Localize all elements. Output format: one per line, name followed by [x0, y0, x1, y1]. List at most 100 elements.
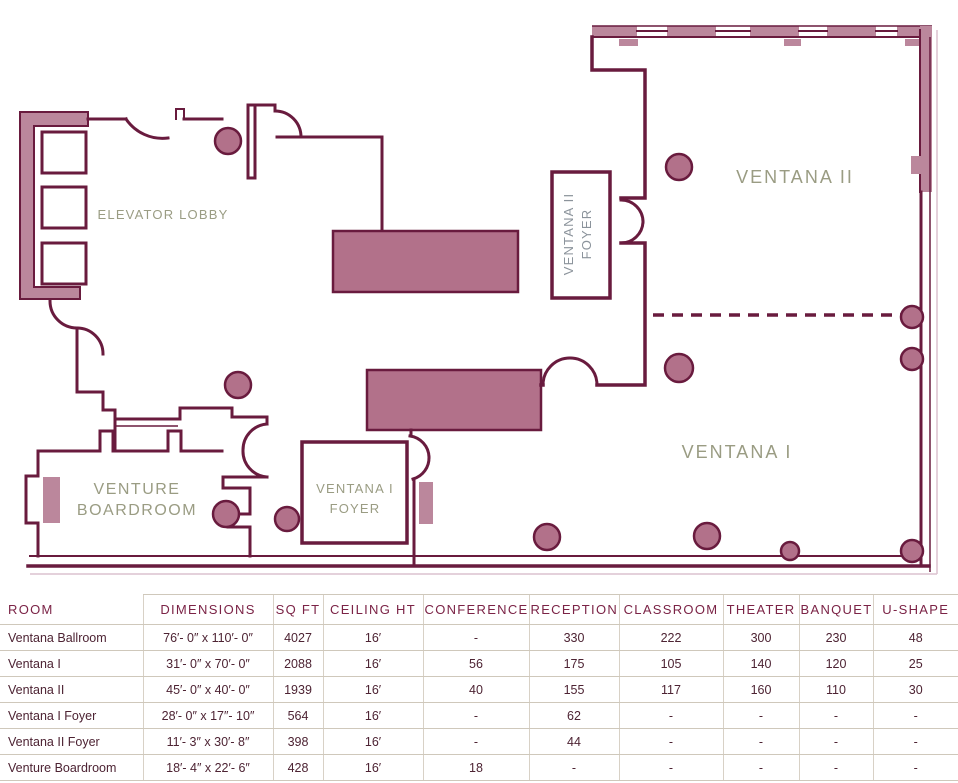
- south-wall: [26, 555, 931, 568]
- southwest-corridor: [48, 299, 269, 453]
- room-name-cell: Venture Boardroom: [0, 754, 143, 781]
- value-cell: 2088: [272, 650, 323, 677]
- value-cell: 16′: [322, 676, 423, 703]
- value-cell: 28′- 0″ x 17″- 10″: [142, 702, 273, 729]
- door-arc: [241, 422, 269, 452]
- service-block-lower: [365, 368, 543, 432]
- ventana-ii-foyer-label: FOYER: [579, 209, 594, 260]
- venture-boardroom-label: BOARDROOM: [77, 502, 197, 519]
- door-arc: [75, 326, 105, 356]
- value-cell: 1939: [272, 676, 323, 703]
- columns: [211, 126, 925, 564]
- value-cell: 105: [618, 650, 723, 677]
- window-sill: [784, 39, 801, 46]
- column-header: CEILING HT: [322, 594, 423, 625]
- value-cell: -: [618, 754, 723, 781]
- value-cell: 62: [528, 702, 619, 729]
- service-block-upper: [331, 229, 520, 294]
- value-cell: 16′: [322, 702, 423, 729]
- column-header: SQ FT: [272, 594, 323, 625]
- ventana-i-foyer-label: FOYER: [330, 501, 381, 516]
- column: [532, 522, 562, 552]
- value-cell: 222: [618, 624, 723, 651]
- value-cell: 40: [422, 676, 529, 703]
- door-arc: [48, 299, 79, 330]
- column-header: THEATER: [722, 594, 799, 625]
- north-window-wall: [591, 25, 932, 46]
- value-cell: 140: [722, 650, 799, 677]
- value-cell: 18′- 4″ x 22′- 6″: [142, 754, 273, 781]
- column: [211, 499, 241, 529]
- value-cell: -: [872, 702, 958, 729]
- door-arc: [241, 448, 269, 479]
- value-cell: 45′- 0″ x 40′- 0″: [142, 676, 273, 703]
- value-cell: 16′: [322, 754, 423, 781]
- value-cell: 18: [422, 754, 529, 781]
- ventana-i-label: VENTANA I: [682, 442, 793, 462]
- door-arc: [541, 356, 572, 387]
- column: [899, 538, 925, 564]
- value-cell: -: [618, 728, 723, 755]
- value-cell: 16′: [322, 728, 423, 755]
- value-cell: 428: [272, 754, 323, 781]
- window-sill: [619, 39, 638, 46]
- value-cell: 25: [872, 650, 958, 677]
- room-name-cell: Ventana I: [0, 650, 143, 677]
- ventana-ii-label: VENTANA II: [736, 167, 854, 187]
- value-cell: -: [722, 754, 799, 781]
- wall-tab: [43, 477, 60, 523]
- venture-boardroom-label: VENTURE: [94, 481, 181, 498]
- venture-boardroom: VENTURE BOARDROOM: [24, 422, 269, 558]
- elevator-car: [40, 185, 88, 230]
- column: [692, 521, 722, 551]
- door-arc: [568, 356, 599, 387]
- window-sill: [905, 39, 922, 46]
- column: [273, 505, 301, 533]
- value-cell: -: [798, 728, 873, 755]
- window-sill: [911, 156, 921, 174]
- value-cell: -: [618, 702, 723, 729]
- value-cell: 230: [798, 624, 873, 651]
- value-cell: -: [422, 728, 529, 755]
- value-cell: 120: [798, 650, 873, 677]
- ventana-ii-walls: [539, 35, 903, 387]
- column-header: CONFERENCE: [422, 594, 529, 625]
- value-cell: 11′- 3″ x 30′- 8″: [142, 728, 273, 755]
- value-cell: -: [722, 728, 799, 755]
- value-cell: -: [798, 754, 873, 781]
- elevator-car: [40, 241, 88, 286]
- column: [664, 152, 694, 182]
- column: [899, 304, 925, 330]
- ventana-ii-foyer: VENTANA II FOYER: [550, 170, 612, 300]
- value-cell: -: [872, 754, 958, 781]
- room-name-cell: Ventana II Foyer: [0, 728, 143, 755]
- center-doorway: [246, 103, 384, 233]
- elevator-lobby-label: ELEVATOR LOBBY: [98, 207, 229, 222]
- room-name-cell: Ventana Ballroom: [0, 624, 143, 651]
- value-cell: -: [528, 754, 619, 781]
- column: [899, 346, 925, 372]
- value-cell: 76′- 0″ x 110′- 0″: [142, 624, 273, 651]
- door-arc: [123, 116, 170, 140]
- wall-tab: [419, 482, 433, 524]
- door-arc: [273, 109, 303, 139]
- value-cell: 48: [872, 624, 958, 651]
- elevator-lobby: ELEVATOR LOBBY: [19, 108, 229, 300]
- value-cell: 175: [528, 650, 619, 677]
- value-cell: -: [798, 702, 873, 729]
- column: [213, 126, 243, 156]
- value-cell: 398: [272, 728, 323, 755]
- value-cell: 30: [872, 676, 958, 703]
- room-name-cell: Ventana I Foyer: [0, 702, 143, 729]
- value-cell: 155: [528, 676, 619, 703]
- ventana-i-foyer: VENTANA I FOYER: [300, 428, 433, 568]
- door-arc: [411, 455, 431, 481]
- column-header: DIMENSIONS: [142, 594, 273, 625]
- value-cell: 56: [422, 650, 529, 677]
- outer-light-lines: [30, 30, 938, 575]
